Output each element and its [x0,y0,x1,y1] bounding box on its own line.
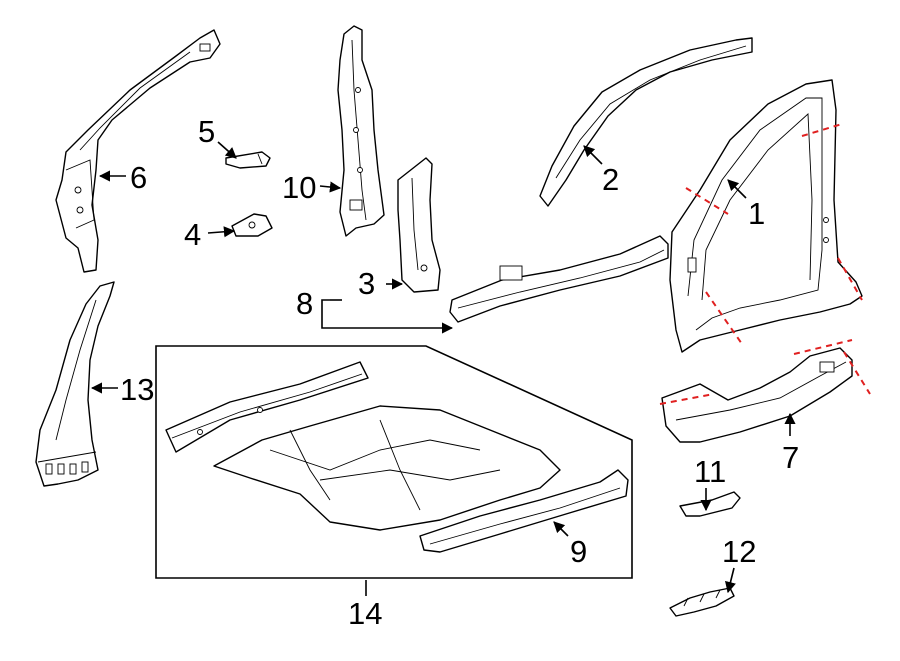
callout-6: 6 [130,160,147,195]
callout-8: 8 [296,286,313,321]
callout-7: 7 [782,440,799,475]
callout-11: 11 [694,454,726,489]
callout-5: 5 [198,114,215,149]
part-5-bracket[interactable] [225,151,271,169]
part-3-pillar-lower[interactable] [397,157,441,293]
part-13-pillar[interactable] [35,281,115,487]
callout-12: 12 [722,534,756,569]
callout-14: 14 [348,596,382,631]
cut-lines [659,123,871,405]
part-1-body-side[interactable] [669,79,863,353]
part-6-pillar[interactable] [55,29,221,273]
part-12-bracket[interactable] [669,587,735,617]
callout-13: 13 [120,372,154,407]
callout-9: 9 [570,534,587,569]
callout-3: 3 [358,266,375,301]
callout-2: 2 [602,162,619,197]
part-7-rocker-panel[interactable] [661,347,853,443]
callout-10: 10 [282,170,316,205]
callout-4: 4 [184,217,201,252]
floor-assembly-outline [155,345,633,579]
part-11-bracket[interactable] [679,491,741,517]
leader-lines [90,141,796,596]
callout-1: 1 [748,196,765,231]
part-4-bracket[interactable] [231,213,273,237]
part-9-floor-side-sill[interactable] [419,469,629,553]
part-floor-pan[interactable] [213,405,561,531]
floor-assembly-group [155,345,633,579]
callout-labels: 1 2 3 4 5 6 7 8 9 10 11 12 13 14 [120,114,799,631]
part-2-roof-rail[interactable] [539,37,753,207]
part-8-rocker-reinforcement[interactable] [449,235,669,323]
part-10-pillar-reinforcement[interactable] [337,25,385,237]
part-floor-crossmember[interactable] [165,361,369,453]
